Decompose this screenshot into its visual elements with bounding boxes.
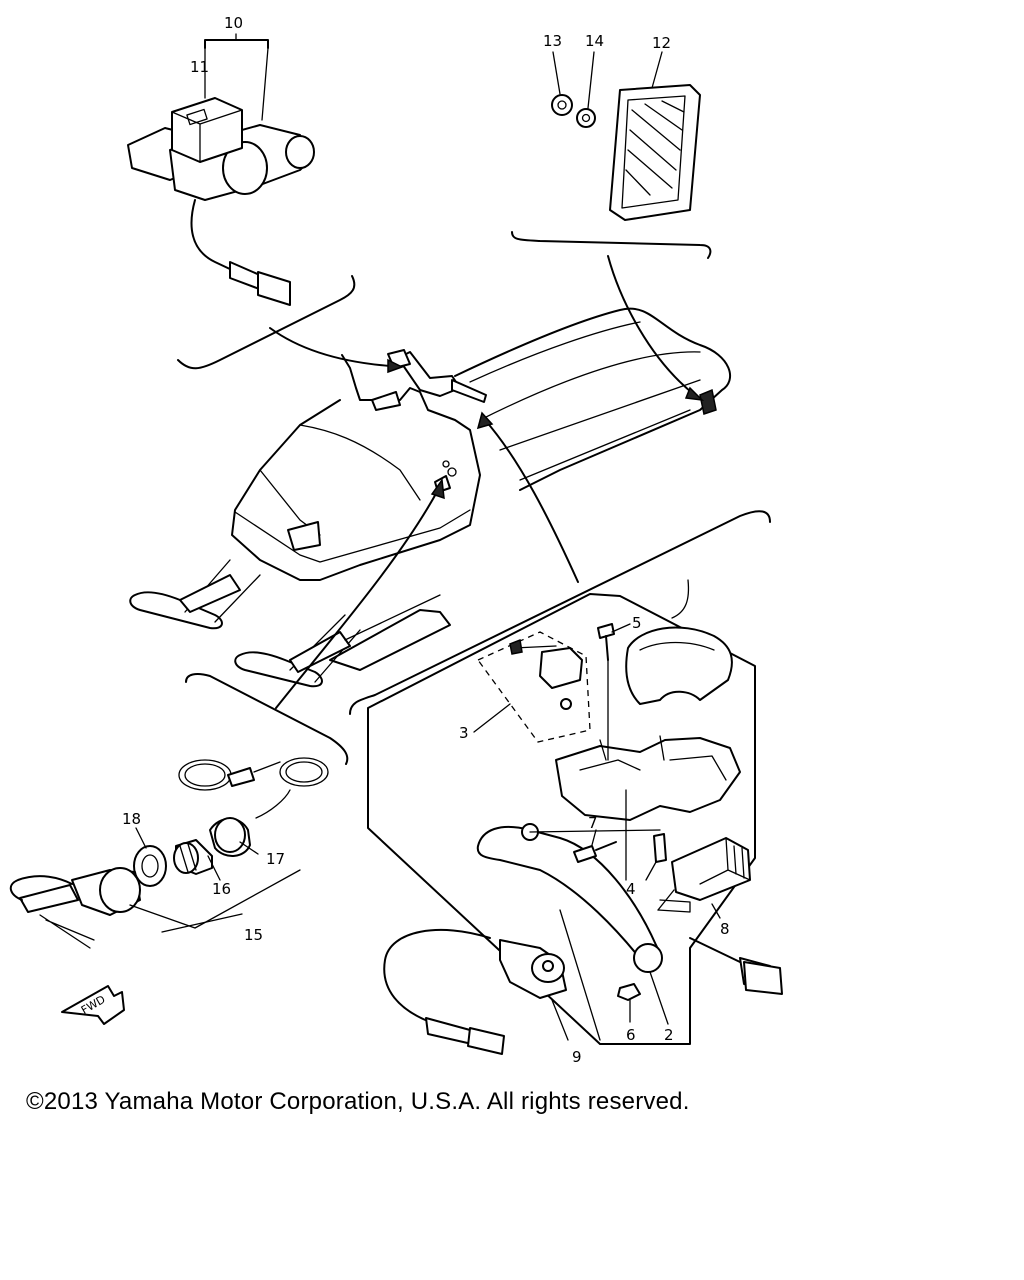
callout-2: 2 (664, 1026, 674, 1044)
callout-9: 9 (572, 1048, 582, 1066)
copyright-notice: ©2013 Yamaha Motor Corporation, U.S.A. A… (26, 1088, 690, 1115)
bracket-lower-right (349, 510, 771, 715)
callout-6: 6 (626, 1026, 636, 1044)
snowmobile (129, 307, 732, 688)
bracket-top-right (511, 231, 712, 259)
callout-17: 17 (266, 850, 285, 868)
callout-14: 14 (585, 32, 604, 50)
bracket-lower-left (185, 673, 349, 765)
lever-assembly: 3 5 7 4 8 (383, 614, 783, 1066)
callout-12: 12 (652, 34, 671, 52)
bracket-top-left (177, 275, 356, 370)
kill-switch-assembly: 18 17 16 15 (9, 757, 329, 949)
callout-8: 8 (720, 920, 730, 938)
callout-13: 13 (543, 32, 562, 50)
callout-3: 3 (459, 724, 469, 742)
callout-5: 5 (632, 614, 642, 632)
handlebar-switch-assembly: 10 11 (127, 14, 315, 306)
callout-7: 7 (588, 814, 598, 832)
callout-10: 10 (224, 14, 243, 32)
callout-18: 18 (122, 810, 141, 828)
fwd-arrow-icon: FWD (61, 985, 125, 1025)
callout-4: 4 (626, 880, 636, 898)
callout-15: 15 (244, 926, 263, 944)
callout-11: 11 (190, 58, 209, 76)
connector-arrows (269, 255, 705, 709)
reflector-assembly: 13 14 12 (543, 32, 701, 221)
parts-diagram: 10 11 13 14 12 (9, 14, 783, 1066)
callout-16: 16 (212, 880, 231, 898)
